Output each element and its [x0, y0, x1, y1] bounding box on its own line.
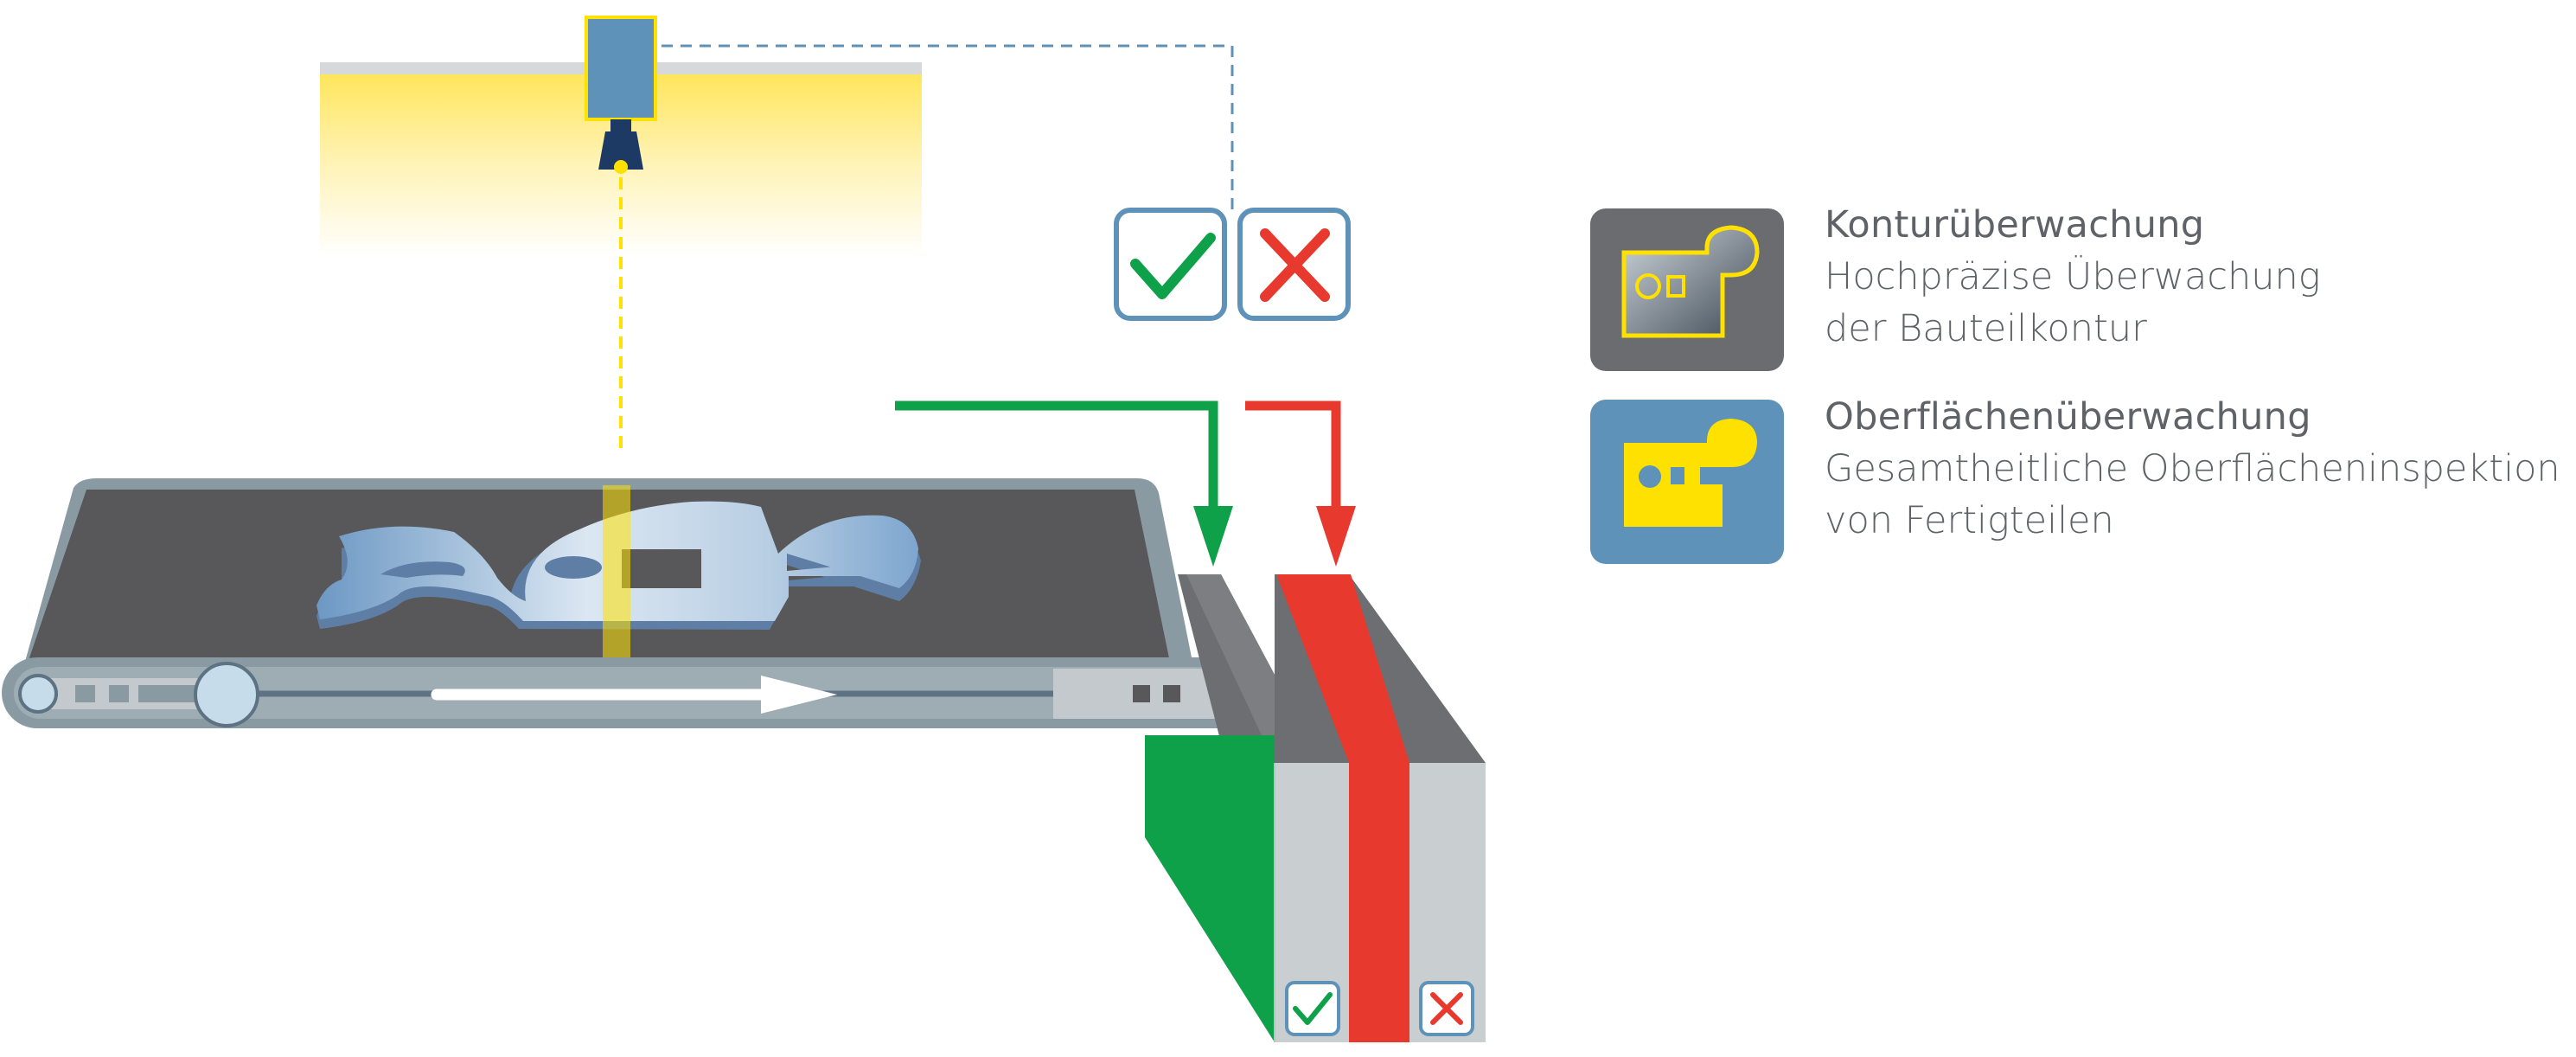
nok-sort-arrow [1245, 400, 1356, 567]
checkmark-icon [1293, 992, 1333, 1025]
ok-sort-arrow [895, 400, 1233, 567]
legend-contour-line1: Hochpräzise Überwachung [1825, 255, 2321, 298]
legend-contour-title: Konturüberwachung [1825, 203, 2205, 247]
legend-surface-line2: von Fertigteilen [1825, 499, 2114, 542]
legend-contour-line2: der Bauteilkontur [1825, 307, 2147, 350]
surface-inspection-icon [1624, 419, 1757, 527]
conveyor-frame [2, 657, 1269, 728]
inspection-strip [603, 485, 630, 660]
nok-bin [1275, 574, 1486, 1042]
camera-icon [585, 16, 657, 174]
cross-icon [1260, 228, 1330, 302]
direction-arrow [761, 676, 837, 714]
legend-tile-surface [1590, 400, 1784, 564]
legend-contour-text: Konturüberwachung Hochpräzise Überwachun… [1825, 199, 2321, 355]
legend-tile-contour [1590, 208, 1784, 371]
ok-bin-label [1285, 981, 1340, 1036]
ok-signal-box [1114, 208, 1227, 321]
legend-surface-line1: Gesamtheitliche Oberflächeninspektion [1825, 447, 2560, 490]
drive-roller [194, 662, 259, 727]
contour-inspection-icon [1621, 225, 1760, 338]
checkmark-icon [1130, 233, 1216, 299]
signal-line [662, 44, 1234, 210]
nok-signal-box [1237, 208, 1351, 321]
ok-bin [1145, 574, 1349, 1042]
cross-icon [1430, 992, 1463, 1025]
legend-surface-text: Oberflächenüberwachung Gesamtheitliche O… [1825, 391, 2560, 547]
left-roller [18, 674, 58, 714]
legend-surface-title: Oberflächenüberwachung [1825, 395, 2311, 439]
